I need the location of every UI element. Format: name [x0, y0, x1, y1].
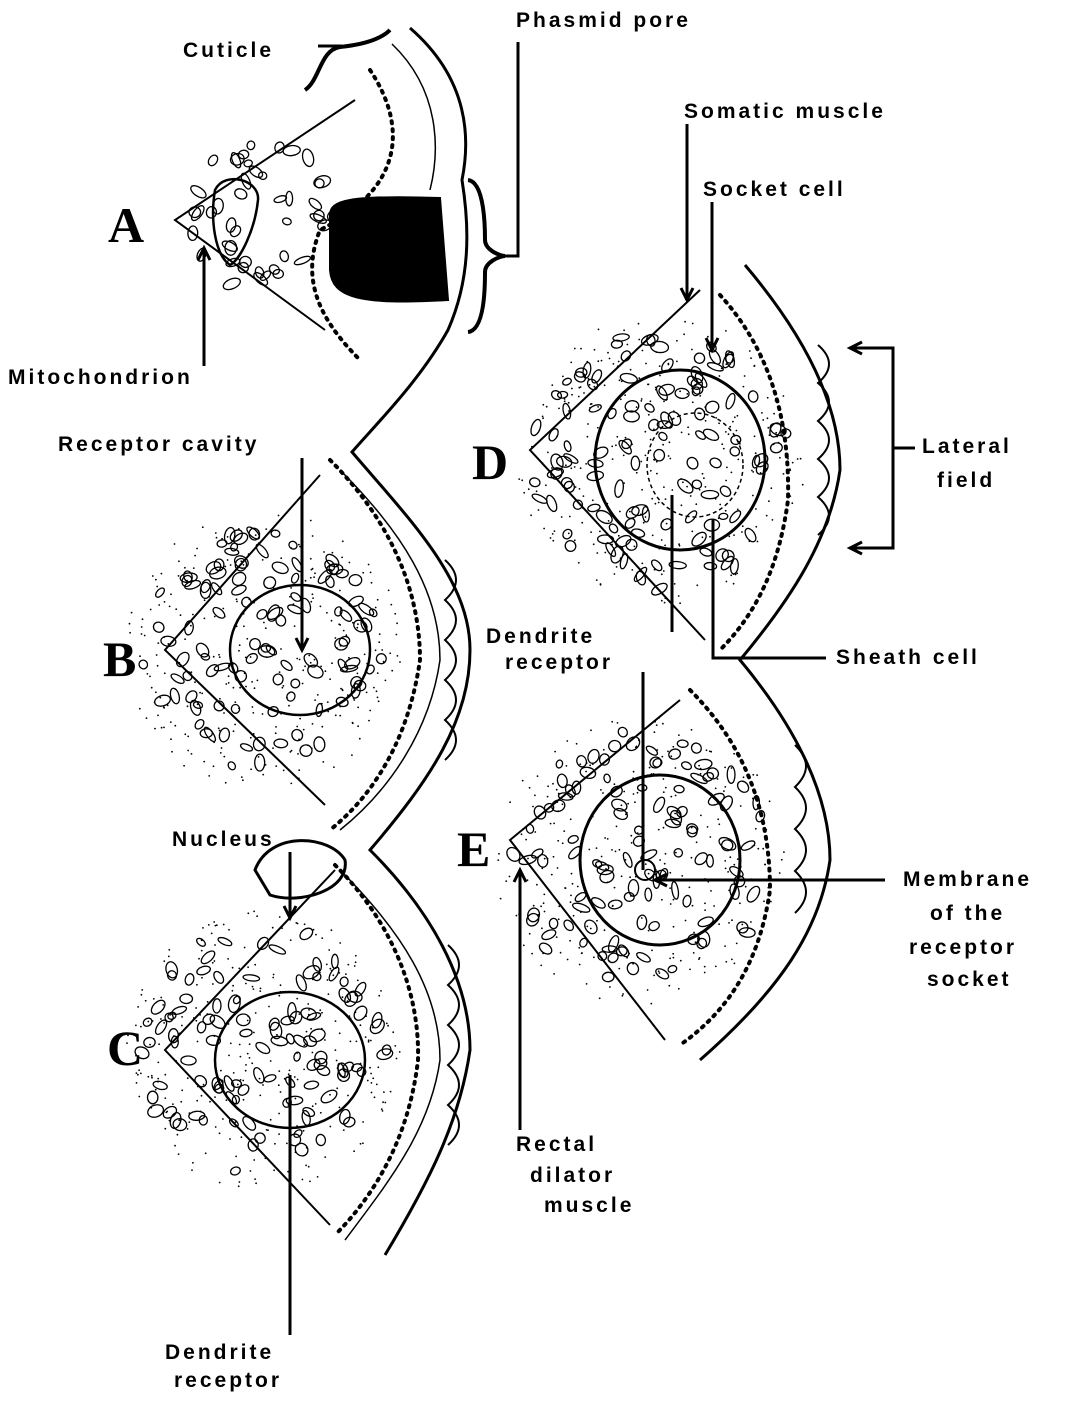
cell-texture-layer — [124, 140, 804, 1187]
label-somatic-muscle: Somatic muscle — [684, 101, 886, 122]
receptor-cavity-ring-b — [230, 585, 370, 715]
panel-label-c: C — [107, 1023, 143, 1073]
label-cuticle: Cuticle — [183, 40, 274, 61]
label-sheath-cell: Sheath cell — [836, 647, 980, 668]
label-dendrite-receptor-d-1: Dendrite — [486, 626, 595, 647]
dotted-layer-d — [720, 295, 788, 650]
label-phasmid-pore: Phasmid pore — [516, 10, 691, 31]
annulations-e — [795, 745, 806, 913]
panel-label-d: D — [472, 437, 508, 487]
label-membrane-1: Membrane — [903, 869, 1032, 890]
label-lateral-field-2: field — [937, 470, 995, 491]
panel-label-e: E — [457, 824, 490, 874]
dotted-layer-c — [335, 865, 418, 1235]
inner-cuticle-b — [340, 470, 440, 830]
label-rectal-dilator-2: dilator — [530, 1165, 615, 1186]
label-dendrite-receptor-c-2: receptor — [174, 1370, 282, 1391]
panel-label-b: B — [103, 634, 136, 684]
phasmid-pore-opening — [330, 197, 448, 301]
leader-phasmid-pore — [505, 42, 518, 256]
label-rectal-dilator-1: Rectal — [516, 1134, 597, 1155]
organelles-c — [133, 926, 394, 1176]
bracket-lateral-field — [850, 348, 893, 548]
sheath-ring-d — [595, 370, 765, 550]
section-d-outline — [530, 290, 705, 640]
leader-sheath-cell — [713, 520, 826, 658]
receptor-cavity-d — [647, 413, 743, 517]
organelles-a — [188, 140, 339, 292]
label-membrane-2: of the — [930, 903, 1005, 924]
label-dendrite-receptor-d-2: receptor — [505, 652, 613, 673]
label-mitochondrion: Mitochondrion — [8, 367, 193, 388]
panel-label-a: A — [108, 200, 144, 250]
inner-cuticle-a — [392, 44, 435, 190]
label-receptor-cavity: Receptor cavity — [58, 434, 259, 455]
annulations-d — [818, 345, 829, 535]
annulations-b — [445, 560, 456, 760]
label-dendrite-receptor-c-1: Dendrite — [165, 1342, 274, 1363]
organelles-e — [504, 726, 766, 983]
label-rectal-dilator-3: muscle — [544, 1195, 634, 1216]
brace-phasmid-pore — [468, 180, 505, 332]
bracket-cuticle — [305, 30, 390, 90]
label-membrane-4: socket — [927, 969, 1012, 990]
label-lateral-field-1: Lateral — [922, 436, 1012, 457]
label-membrane-3: receptor — [909, 937, 1017, 958]
label-nucleus: Nucleus — [172, 829, 275, 850]
label-socket-cell: Socket cell — [703, 179, 846, 200]
